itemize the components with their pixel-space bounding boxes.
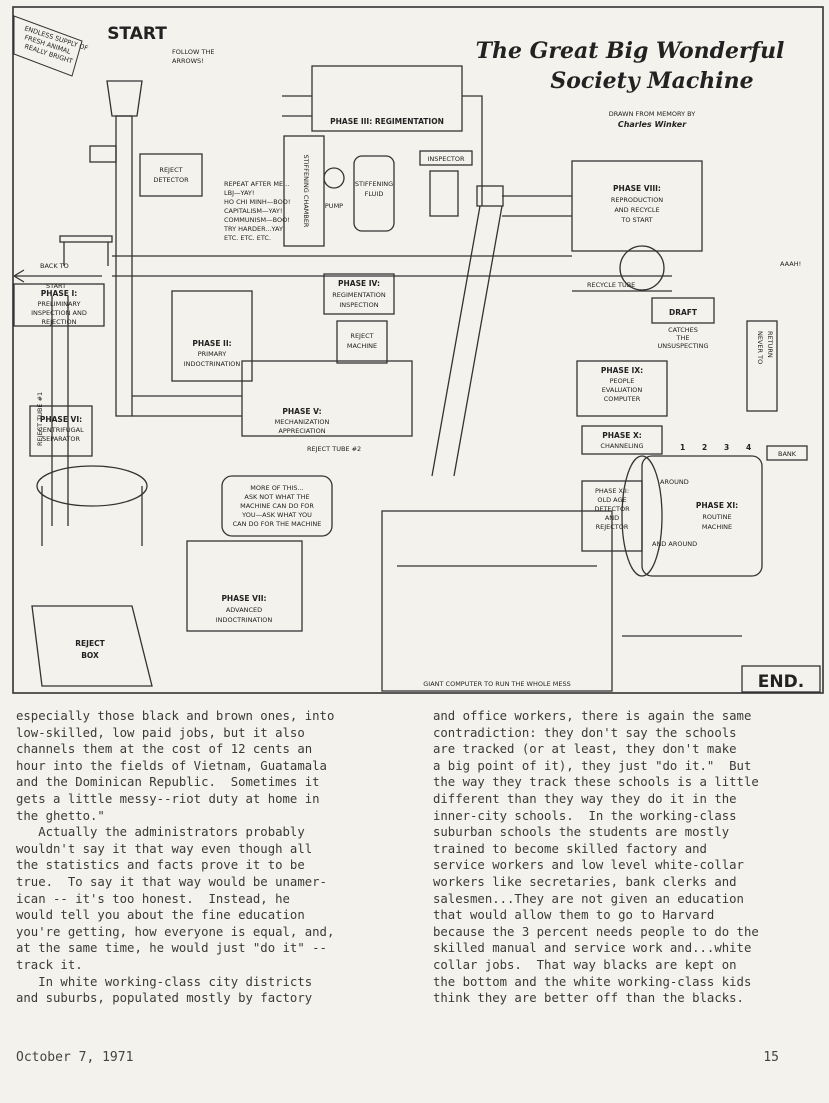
and-around-label: AND AROUND [652,540,697,548]
phase1-line2: PRELIMINARY [38,300,81,308]
article-right-column: and office workers, there is again the s… [433,709,759,1006]
phase1-line3: INSPECTION AND [31,309,87,317]
stiffening-fluid-line1: STIFFENING [355,180,393,188]
phase11-line1: PHASE XI: [696,501,738,510]
phase4-line1: PHASE IV: [338,279,380,288]
around-label: AROUND [660,478,689,486]
draft-label: DRAFT [669,308,698,317]
pump-label: PUMP [325,202,343,210]
phase8-line3: AND RECYCLE [614,206,659,214]
phase7-line1: PHASE VII: [221,594,266,603]
phase8-line2: REPRODUCTION [611,196,663,204]
reject-tube1: REJECT TUBE #1 [36,392,44,446]
never-return-line1: NEVER TO [756,331,764,364]
inspector-label: INSPECTOR [427,155,465,163]
phase1-line1: PHASE I: [41,289,78,298]
draft-note-line3: UNSUSPECTING [658,342,709,350]
speech1-line3: HO CHI MINH—BOO! [224,198,290,206]
dial-1: 1 [680,443,685,452]
phase12-line2: OLD AGE [597,496,626,504]
page-number: 15 [763,1050,779,1065]
credit-line1: DRAWN FROM MEMORY BY [609,110,695,118]
reject-tube2: REJECT TUBE #2 [307,445,361,453]
speech2-line2: ASK NOT WHAT THE [244,493,309,501]
phase5-line1: PHASE V: [282,407,321,416]
illustration-title-line2: Society Machine [550,68,753,94]
speech1-line2: LBJ—YAY! [224,189,254,197]
phase5-line2: MECHANIZATION [275,418,330,426]
credit-line2: Charles Winker [618,120,687,129]
start-note-line1: FOLLOW THE [172,48,214,56]
phase2-line1: PHASE II: [192,339,231,348]
phase9-line4: COMPUTER [604,395,641,403]
phase1-line4: REJECTION [41,318,76,326]
dial-3: 3 [724,443,729,452]
reject-box-line1: REJECT [75,639,105,648]
start-note-line2: ARROWS! [172,57,204,65]
speech2-line3: MACHINE CAN DO FOR [240,502,314,510]
dial-4: 4 [746,443,751,452]
phase12-line4: AND [605,514,619,522]
phase6-line2: CENTRIFUGAL [38,426,84,434]
society-machine-illustration: The Great Big Wonderful Society Machine … [12,6,824,694]
speech1-line5: COMMUNISM—BOO! [224,216,290,224]
phase7-line2: ADVANCED [226,606,262,614]
illustration-title-line1: The Great Big Wonderful [476,38,785,64]
stiffening-fluid-line2: FLUID [365,190,384,198]
phase6-line3: SEPARATOR [42,435,80,443]
phase10-line1: PHASE X: [602,431,642,440]
phase5-line3: APPRECIATION [278,427,325,435]
article-left-column: especially those black and brown ones, i… [16,709,335,1006]
phase8-line1: PHASE VIII: [613,184,661,193]
phase12-line5: REJECTOR [596,523,629,531]
speech2-line1: MORE OF THIS... [250,484,303,492]
reject-detector-line2: DETECTOR [153,176,189,184]
footer-date: October 7, 1971 [16,1050,134,1065]
phase9-line1: PHASE IX: [601,366,643,375]
speech1-line6: TRY HARDER...YAY! [223,225,286,233]
end-label: END. [758,672,804,692]
phase11-line2: ROUTINE [702,513,731,521]
stiffening-chamber: STIFFENING CHAMBER [302,155,310,228]
start-label: START [107,24,167,44]
reject-detector-line1: REJECT [159,166,182,174]
recycle-tube: RECYCLE TUBE [587,281,635,289]
reject-box-line2: BOX [81,651,99,660]
phase2-line2: PRIMARY [198,350,227,358]
back-to-start-line1: BACK TO [40,262,69,270]
phase2-line3: INDOCTRINATION [184,360,241,368]
phase11-line3: MACHINE [702,523,732,531]
speech1-line4: CAPITALISM—YAY! [224,207,283,215]
phase7-line3: INDOCTRINATION [216,616,273,624]
phase9-line2: PEOPLE [610,377,635,385]
bank-label: BANK [778,450,797,458]
back-to-start-line2: START [46,282,66,290]
phase3-label: PHASE III: REGIMENTATION [330,117,444,126]
phase8-line4: TO START [620,216,652,224]
phase4-line3: INSPECTION [339,301,378,309]
phase12-line1: PHASE XII: [595,487,629,495]
speech1-line1: REPEAT AFTER ME... [224,180,289,188]
draft-note-line1: CATCHES [668,326,698,334]
speech2-line5: CAN DO FOR THE MACHINE [233,520,322,528]
giant-computer-label: GIANT COMPUTER TO RUN THE WHOLE MESS [423,680,570,688]
draft-note-line2: THE [676,334,690,342]
phase9-line3: EVALUATION [602,386,643,394]
dial-2: 2 [702,443,707,452]
aaah-label: AAAH! [780,260,801,268]
speech1-line7: ETC. ETC. ETC. [224,234,271,242]
phase4-line2: REGIMENTATION [332,291,386,299]
never-return-line2: RETURN [766,331,774,358]
phase10-line2: CHANNELING [600,442,643,450]
reject-machine-line1: REJECT [350,332,373,340]
speech2-line4: YOU—ASK WHAT YOU [241,511,312,519]
phase6-line1: PHASE VI: [40,415,82,424]
reject-machine-line2: MACHINE [347,342,377,350]
phase12-line3: DETECTOR [594,505,630,513]
